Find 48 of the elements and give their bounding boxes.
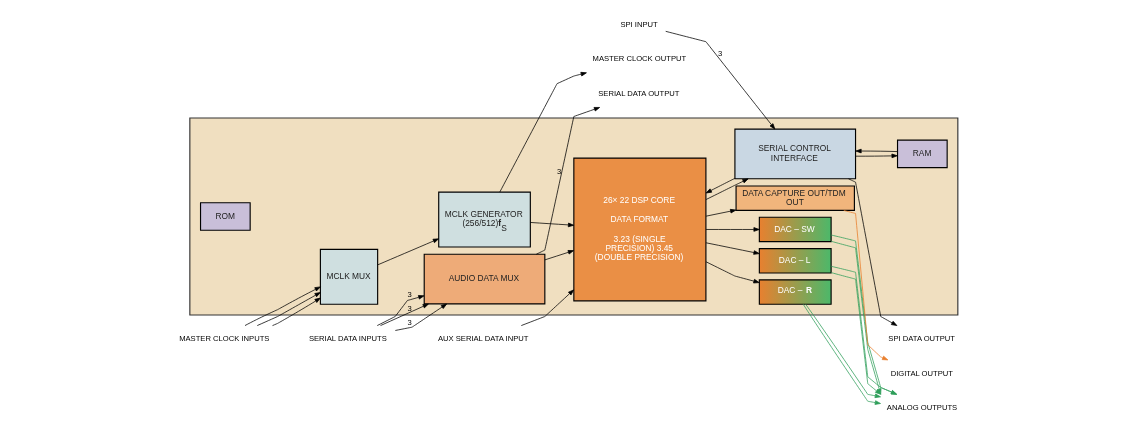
arrow [377,238,439,266]
node-text: MASTER CLOCK OUTPUT [592,54,686,64]
edge-label: 3 [406,304,412,314]
arrow [705,178,748,200]
node-box: ROM [199,202,251,231]
node-text: ANALOG OUTPUTS [886,403,957,413]
edge-label: 3 [406,290,412,300]
node-box: RAM [896,139,948,169]
node-box: DAC – R [758,279,832,305]
edge-label: 3 [717,49,722,59]
node-text: MASTER CLOCK INPUTS [178,334,269,344]
arrow [847,178,897,326]
arrow [271,297,321,326]
arrow [379,303,429,326]
node-text: SPI DATA OUTPUT [887,334,955,344]
node-text: SPI INPUT [619,19,658,29]
node-box: SERIAL CONTROL INTERFACE [733,128,856,180]
arrow [664,30,775,130]
arrow [705,177,735,194]
arrow [705,227,760,232]
arrow [535,107,600,255]
node-box: MCLK MUX [319,248,378,305]
arrow [854,148,898,154]
node-box: DATA CAPTURE OUT/TDM OUT [735,185,855,211]
arrow [705,242,760,255]
node-text: AUX SERIAL DATA INPUT [437,334,528,344]
arrow [520,289,574,326]
arrow [854,153,898,159]
node-text: DIGITAL OUTPUT [890,368,953,378]
edge-label: 3 [406,317,412,327]
node-text: SERIAL DATA INPUTS [308,334,387,344]
edge-label: 3 [556,166,561,176]
arrow [842,210,888,361]
node-box: 26× 22 DSP CORE DATA FORMAT 3.23 (SINGLE PRECISION) 3.45 (DOUBLE PRECISION) [572,157,706,302]
arrow [705,208,736,217]
arrow [394,303,447,331]
arrow [529,222,574,228]
cluster [188,117,958,316]
arrow [244,286,321,326]
node-box: DAC – SW [758,216,832,243]
node-box: AUDIO DATA MUX [423,253,545,305]
node-text: SERIAL DATA OUTPUT [597,88,679,98]
arrow [705,261,760,284]
arrow [256,292,321,326]
arrow [498,71,587,193]
node-box: DAC – L [758,248,832,274]
arrow [376,295,424,326]
arrow [544,250,574,261]
